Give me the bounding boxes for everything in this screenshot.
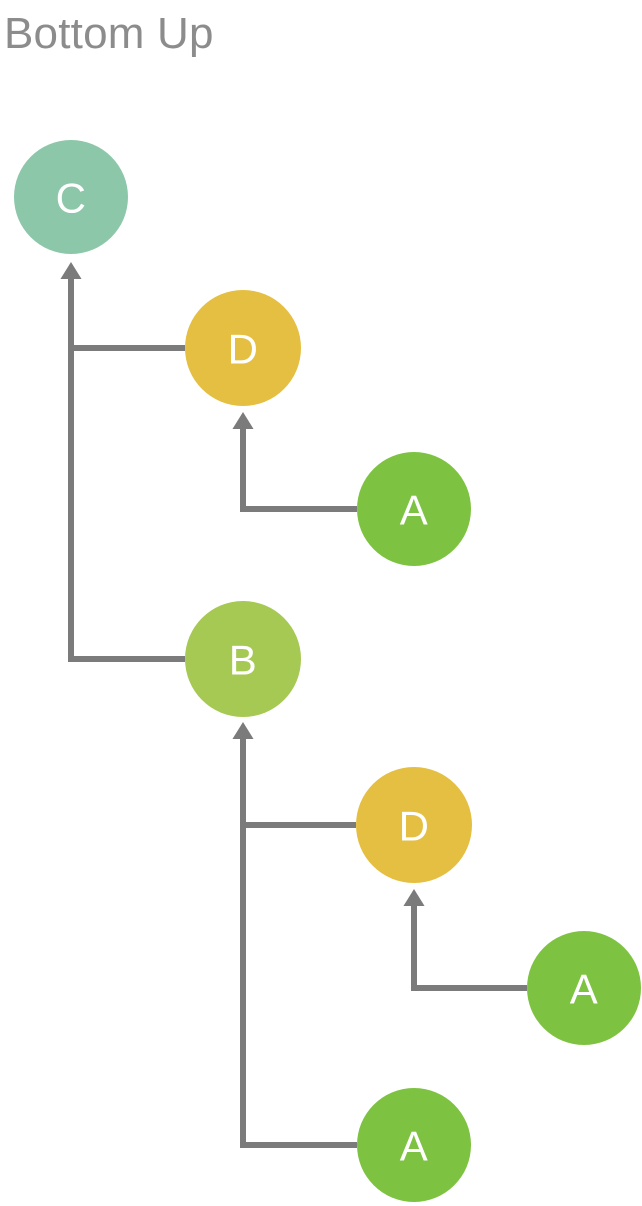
node-b1[interactable]: B <box>185 601 301 717</box>
page-title: Bottom Up <box>4 9 214 58</box>
node-label: C <box>56 175 87 222</box>
edges-layer <box>60 262 527 1148</box>
node-circle[interactable] <box>357 1088 471 1202</box>
node-circle[interactable] <box>357 452 471 566</box>
node-a2[interactable]: A <box>527 931 641 1045</box>
edge-e-a3-b1 <box>232 722 357 1148</box>
nodes-layer: C D A B D A A <box>14 140 641 1202</box>
node-label: A <box>400 1123 429 1170</box>
node-a3[interactable]: A <box>357 1088 471 1202</box>
edge-line <box>68 272 185 662</box>
arrowhead-icon <box>232 412 254 429</box>
edge-e-a2-d2 <box>403 889 527 991</box>
node-label: D <box>399 803 430 850</box>
edge-e-b1-c1 <box>60 262 185 662</box>
edge-line <box>240 732 357 1148</box>
arrowhead-icon <box>232 722 254 739</box>
node-circle[interactable] <box>527 931 641 1045</box>
node-circle[interactable] <box>356 767 472 883</box>
edge-e-a1-d1 <box>232 412 357 512</box>
node-circle[interactable] <box>14 140 128 254</box>
arrowhead-icon <box>60 262 82 279</box>
node-label: A <box>400 487 429 534</box>
node-d2[interactable]: D <box>356 767 472 883</box>
node-circle[interactable] <box>185 290 301 406</box>
edge-line <box>411 899 527 991</box>
node-c1[interactable]: C <box>14 140 128 254</box>
edge-line <box>240 422 357 512</box>
node-label: D <box>228 326 259 373</box>
arrowhead-icon <box>403 889 425 906</box>
node-label: B <box>229 637 258 684</box>
node-a1[interactable]: A <box>357 452 471 566</box>
node-circle[interactable] <box>185 601 301 717</box>
node-label: A <box>570 966 599 1013</box>
node-d1[interactable]: D <box>185 290 301 406</box>
